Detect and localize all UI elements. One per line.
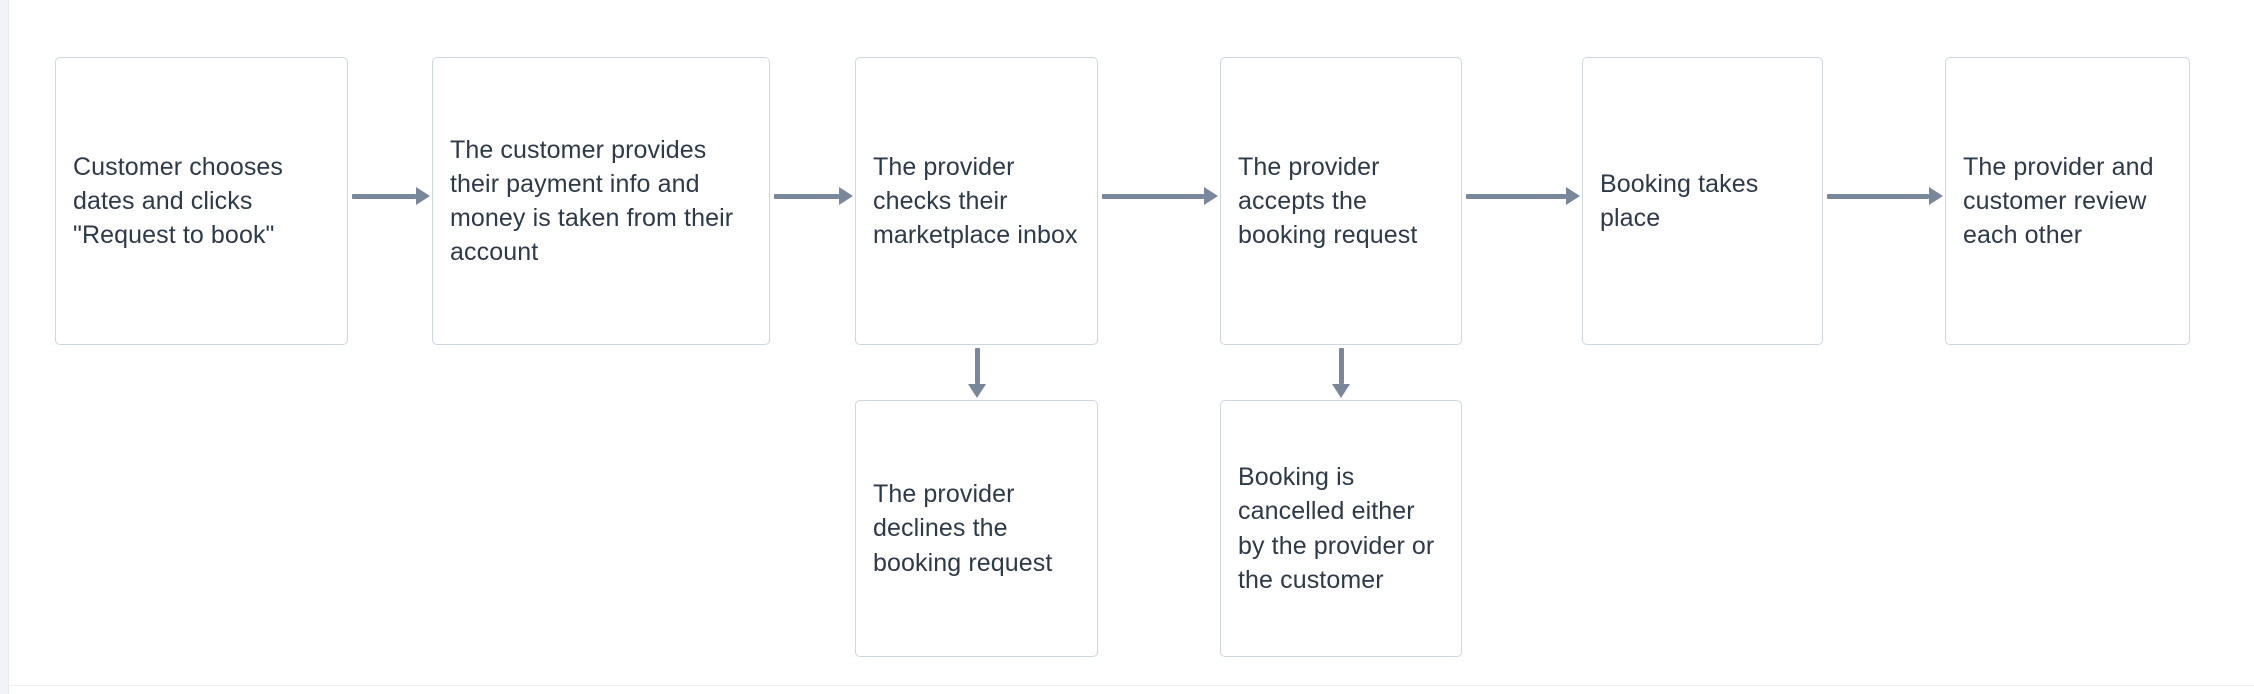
arrow-right-icon (1466, 185, 1580, 207)
arrow-head (1332, 384, 1350, 398)
flow-node-booking-takes-place[interactable]: Booking takes place (1582, 57, 1823, 345)
flow-node-label: The provider declines the booking reques… (873, 480, 1053, 577)
arrow-head (839, 187, 853, 205)
arrow-shaft (352, 193, 416, 199)
arrow-shaft (1102, 193, 1204, 199)
flow-node-provider-customer-review[interactable]: The provider and customer review each ot… (1945, 57, 2190, 345)
arrow-shaft (974, 348, 980, 384)
page-gutter-divider (8, 0, 9, 694)
flow-node-customer-provides-payment[interactable]: The customer provides their payment info… (432, 57, 770, 345)
arrow-down-icon (966, 348, 988, 398)
arrow-head (1566, 187, 1580, 205)
flow-node-customer-chooses-dates[interactable]: Customer chooses dates and clicks "Reque… (55, 57, 348, 345)
flow-node-label: The provider accepts the booking request (1238, 152, 1418, 250)
arrow-head (1204, 187, 1218, 205)
arrow-shaft (1338, 348, 1344, 384)
flow-node-label: Booking takes place (1600, 169, 1759, 232)
flow-node-label: Customer chooses dates and clicks "Reque… (73, 152, 284, 250)
flow-node-label: The customer provides their payment info… (450, 135, 734, 267)
arrow-right-icon (774, 185, 853, 207)
arrow-down-icon (1330, 348, 1352, 398)
arrow-right-icon (352, 185, 430, 207)
flow-node-booking-cancelled[interactable]: Booking is cancelled either by the provi… (1220, 400, 1462, 657)
arrow-shaft (774, 193, 839, 199)
arrow-head (1929, 187, 1943, 205)
arrow-head (968, 384, 986, 398)
flow-node-provider-accepts-request[interactable]: The provider accepts the booking request (1220, 57, 1462, 345)
arrow-right-icon (1102, 185, 1218, 207)
flow-node-label: The provider and customer review each ot… (1963, 152, 2154, 250)
flow-node-label: Booking is cancelled either by the provi… (1238, 463, 1435, 594)
page-bottom-rule (8, 685, 2254, 686)
arrow-shaft (1466, 193, 1566, 199)
flow-node-label: The provider checks their marketplace in… (873, 152, 1078, 250)
flow-node-provider-checks-inbox[interactable]: The provider checks their marketplace in… (855, 57, 1098, 345)
arrow-shaft (1827, 193, 1929, 199)
page-gutter-left (0, 0, 8, 694)
flow-node-provider-declines-request[interactable]: The provider declines the booking reques… (855, 400, 1098, 657)
arrow-head (416, 187, 430, 205)
arrow-right-icon (1827, 185, 1943, 207)
